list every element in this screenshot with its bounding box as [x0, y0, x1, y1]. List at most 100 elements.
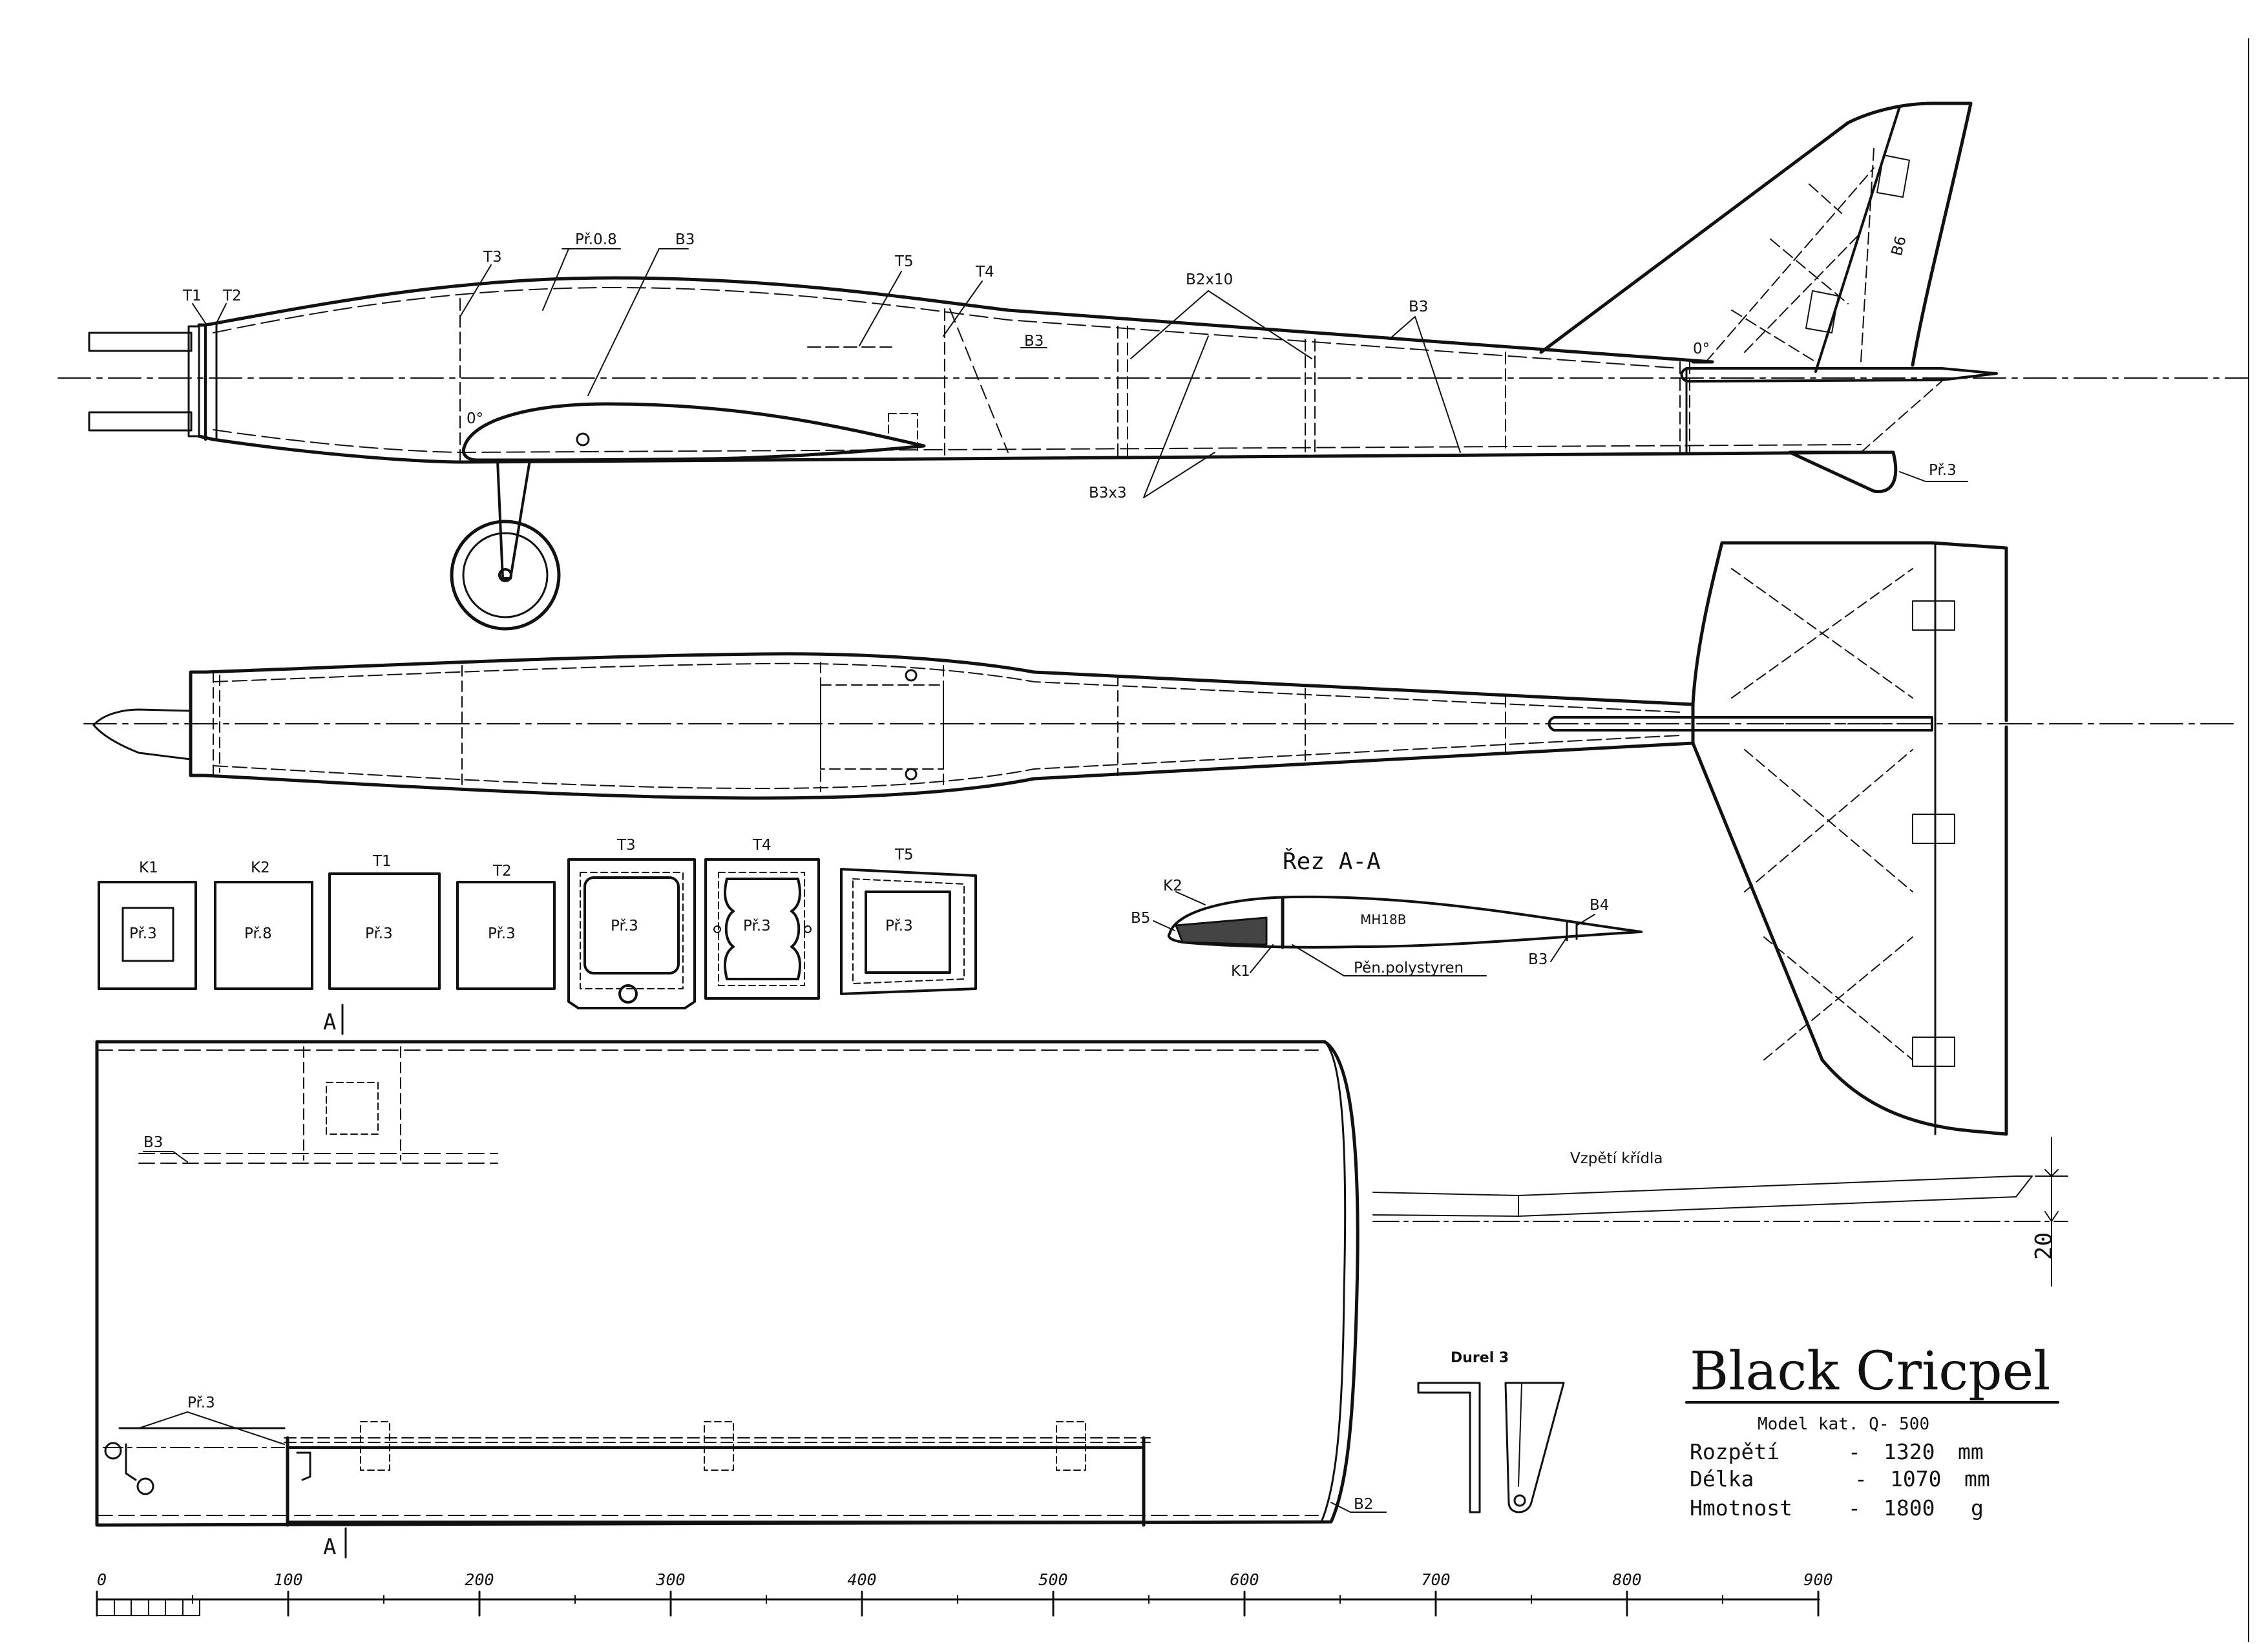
bellcrank-horn-side — [1417, 1382, 1481, 1513]
aileron-horn — [296, 1451, 311, 1481]
label-b2x10: B2x10 — [1186, 271, 1233, 288]
wing-b2: B2 — [1354, 1496, 1373, 1513]
former-k2: K2 Př.8 — [214, 859, 313, 990]
wing-plan: A A B3 Př.3 B2 — [95, 1004, 1387, 1560]
wing-b3: B3 — [143, 1134, 163, 1151]
former-k1-mat: Př.3 — [129, 925, 157, 942]
label-t3: T3 — [483, 249, 502, 266]
bellcrank: Durel 3 — [1417, 1350, 1565, 1513]
scale-label: 800 — [1612, 1570, 1641, 1589]
former-t3-mat: Př.3 — [611, 918, 638, 934]
wing-aileron-top-dashed — [284, 1437, 1151, 1443]
elev-hinge-3 — [1912, 1037, 1955, 1067]
spec-row-span: Rozpětí - 1320 mm — [1690, 1439, 1984, 1464]
former-t3: T3 Př.3 — [567, 837, 696, 1009]
label-t2: T2 — [222, 288, 242, 304]
engine-cylinder-top — [88, 332, 193, 352]
wheel-hub-icon — [498, 568, 512, 582]
former-t2: T2 Př.3 — [456, 863, 556, 990]
bellcrank-hole-icon — [1513, 1494, 1526, 1507]
scale-label: 500 — [1038, 1570, 1067, 1589]
fin-rib-diagonals — [1705, 148, 1874, 363]
leader-t5 — [859, 271, 902, 346]
spec-weight-label: Hmotnost — [1690, 1495, 1792, 1521]
fuselage-outline-bottom — [197, 434, 1876, 464]
fuselage-inner-bottom — [213, 429, 1862, 453]
wheel-outer — [450, 520, 561, 631]
leader-b3-top — [587, 248, 689, 396]
label-b3-top: B3 — [675, 231, 695, 248]
aileron-pushrod — [118, 1427, 286, 1481]
landing-gear-leg — [496, 459, 531, 580]
leader-pr08 — [542, 248, 621, 311]
tank-box — [888, 413, 918, 453]
section-b5: B5 — [1131, 910, 1150, 927]
wing-outline — [95, 1040, 1360, 1527]
pushrod-end-1 — [104, 1442, 122, 1460]
scale-label: 100 — [273, 1570, 302, 1589]
label-t5: T5 — [894, 253, 914, 270]
label-zero-tail: 0° — [1693, 341, 1710, 357]
title-block: Black Cricpel Model kat. Q- 500 Rozpětí … — [1685, 1341, 2059, 1521]
spinner — [92, 708, 192, 761]
leader-t4 — [943, 280, 983, 337]
scale-label: 700 — [1421, 1570, 1450, 1589]
elev-hinge-1 — [1912, 600, 1955, 631]
scale-label: 300 — [655, 1570, 685, 1589]
pushrod-end-2 — [136, 1477, 154, 1495]
dowel-bottom-icon — [905, 768, 918, 781]
former-k1-name: K1 — [139, 859, 158, 876]
elev-hinge-2 — [1912, 814, 1955, 844]
label-pr08: Př.0.8 — [575, 231, 617, 248]
section-airfoil — [1167, 895, 1643, 949]
aileron-hinge-2 — [704, 1421, 734, 1471]
spec-span-unit: mm — [1958, 1439, 1984, 1464]
section-k2: K2 — [1163, 878, 1182, 894]
wing-root-rib — [303, 1046, 401, 1161]
former-t4-mark — [949, 308, 1009, 453]
former-t1: T1 Př.3 — [328, 853, 441, 990]
former-t5-mat: Př.3 — [885, 918, 913, 934]
scale-label: 200 — [465, 1570, 494, 1589]
spec-length-unit: mm — [1964, 1466, 1990, 1491]
dihedral-wing-bottom — [1372, 1196, 2017, 1217]
leader-pr3-tail — [1899, 471, 1968, 482]
fin-hinge-box-top — [1876, 154, 1910, 198]
top-view — [83, 541, 2236, 1136]
dihedral-dim-value: 20 — [2031, 1232, 2057, 1260]
dihedral-label: Vzpětí křídla — [1570, 1150, 1663, 1167]
tail-skid — [1788, 450, 1898, 494]
spec-span-sep: - — [1848, 1439, 1861, 1464]
wing-pr3: Př.3 — [187, 1395, 215, 1411]
stabilizer-plan — [1693, 543, 2003, 906]
fuselage-outline-top — [197, 276, 1714, 364]
dihedral-tip — [2015, 1175, 2033, 1197]
aileron-hinge-3 — [1056, 1421, 1086, 1471]
spec-weight-sep: - — [1848, 1495, 1861, 1521]
section-le-block — [1175, 916, 1268, 946]
label-zero-wing: 0° — [467, 410, 483, 427]
wing-tip-inner — [1320, 1040, 1347, 1523]
spec-weight-value: 1800 — [1884, 1495, 1935, 1521]
stab-ribs — [1731, 568, 1913, 1060]
bellcrank-hatch — [1518, 1382, 1522, 1487]
section-core: Pěn.polystyren — [1354, 960, 1464, 976]
former-t1-name: T1 — [372, 853, 392, 870]
former-t4: T4 Př.3 — [704, 837, 820, 1000]
spec-row-weight: Hmotnost - 1800 g — [1690, 1495, 1984, 1521]
section-b3: B3 — [1528, 951, 1548, 968]
wing-mount-box — [326, 1082, 379, 1135]
tank-outline-top — [820, 684, 944, 770]
engine-mount — [187, 325, 200, 437]
former-k1: K1 Př.3 — [98, 859, 197, 990]
former-t2-name: T2 — [492, 863, 512, 880]
spec-row-length: Délka - 1070 mm — [1690, 1466, 1990, 1491]
side-view: T1 T2 T3 Př.0.8 B3 T5 T4 B3 B2x10 B3 B3x… — [58, 101, 2249, 631]
rudder-hinge — [1814, 105, 1901, 373]
dowel-top-icon — [905, 669, 918, 682]
leader-b2x10 — [1130, 290, 1312, 359]
former-t1-mat: Př.3 — [365, 925, 393, 942]
former-t5: T5 Př.3 — [840, 847, 977, 995]
